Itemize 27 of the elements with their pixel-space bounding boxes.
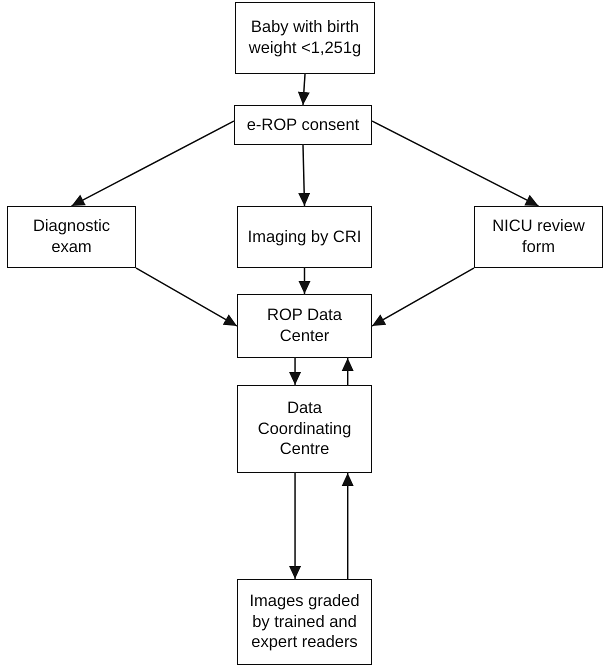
node-label: ROP Data Center: [266, 305, 343, 347]
arrow: [372, 267, 474, 327]
process-box: [235, 2, 375, 74]
arrow: [136, 267, 238, 327]
process-box: [474, 206, 603, 268]
arrow: [372, 120, 539, 207]
arrow: [342, 358, 354, 385]
arrow: [298, 144, 310, 206]
node-label: Data Coordinating Centre: [256, 398, 352, 460]
node-label: e-ROP consent: [246, 114, 360, 136]
node-label: Baby with birth weight <1,251g: [248, 17, 362, 59]
process-box: [237, 385, 372, 473]
arrow: [289, 358, 302, 385]
node-label: Imaging by CRI: [248, 226, 362, 248]
arrow: [298, 74, 310, 106]
arrow: [289, 473, 302, 579]
node-label: Images graded by trained and expert readers: [248, 591, 361, 653]
arrow: [342, 473, 354, 579]
process-box: [237, 206, 372, 268]
process-box: [7, 206, 136, 268]
process-box: [237, 579, 372, 665]
node-label: NICU review form: [491, 216, 586, 258]
arrow: [71, 120, 234, 207]
arrow: [298, 268, 310, 294]
process-box: [237, 294, 372, 358]
node-label: Diagnostic exam: [32, 216, 112, 258]
process-box: [234, 105, 372, 145]
